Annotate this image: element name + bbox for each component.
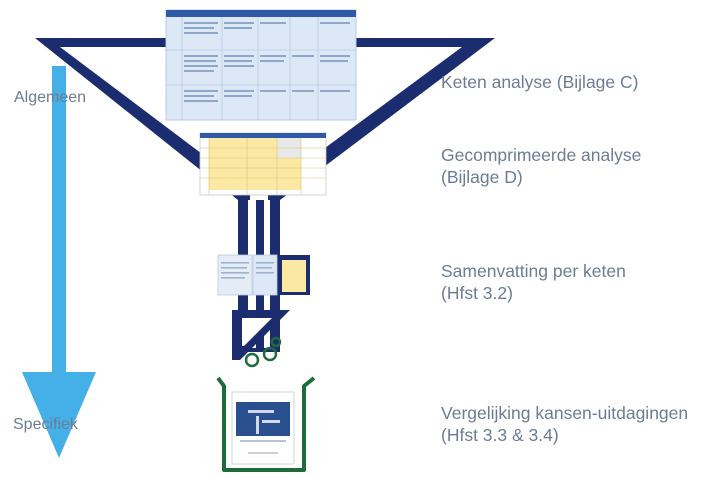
stage-3-title: Samenvatting per keten bbox=[441, 261, 626, 281]
stage-3-subtitle: (Hfst 3.2) bbox=[441, 283, 513, 303]
bubble bbox=[262, 346, 278, 362]
stage-1-title: Keten analyse (Bijlage C) bbox=[441, 72, 639, 92]
bubble bbox=[270, 336, 282, 348]
samenvatting-cards bbox=[217, 254, 310, 296]
gecomprimeerde-analyse-table bbox=[199, 132, 327, 196]
stage-2-title: Gecomprimeerde analyse bbox=[441, 145, 642, 165]
stage-4-title: Vergelijking kansen-uitdagingen bbox=[441, 403, 689, 423]
bubbles bbox=[244, 336, 282, 368]
stage-2-subtitle: (Bijlage D) bbox=[441, 167, 523, 187]
stage-1-label: Keten analyse (Bijlage C) bbox=[441, 71, 638, 93]
beaker-icon bbox=[216, 376, 316, 472]
stage-3-label: Samenvatting per keten (Hfst 3.2) bbox=[441, 260, 626, 304]
stage-4-subtitle: (Hfst 3.3 & 3.4) bbox=[441, 425, 559, 445]
axis-bottom-label: Specifiek bbox=[13, 416, 78, 433]
bubble bbox=[244, 352, 260, 368]
stage-2-label: Gecomprimeerde analyse (Bijlage D) bbox=[441, 144, 641, 188]
stage-4-label: Vergelijking kansen-uitdagingen (Hfst 3.… bbox=[441, 402, 688, 446]
down-arrow-icon bbox=[22, 66, 96, 458]
keten-analyse-table bbox=[165, 9, 357, 121]
axis-top-label: Algemeen bbox=[14, 89, 87, 106]
